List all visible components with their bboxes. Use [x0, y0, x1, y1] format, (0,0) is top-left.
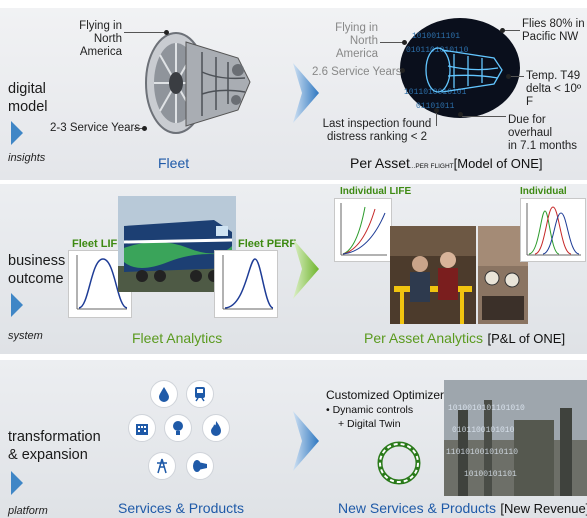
svg-text:10100101101: 10100101101	[464, 470, 517, 479]
power-plant-image: 1010010101101010 0101100101010 11010100101…	[444, 380, 587, 496]
svg-text:1011010010101: 1011010010101	[404, 88, 467, 97]
svg-text:01101011: 01101011	[416, 102, 455, 111]
optimizer-ring-icon	[377, 441, 421, 485]
chevron-icon	[11, 293, 23, 317]
chevron-icon	[11, 471, 23, 495]
optimizer-bullet-1: • Dynamic controls	[326, 404, 414, 416]
flame-icon	[202, 414, 230, 442]
cab-interior-image	[478, 226, 528, 324]
row3-sub-label: platform	[8, 505, 48, 517]
callout-temp: Temp. T49 delta < 10º F	[526, 70, 582, 108]
row3-side-label: transformation & expansion	[8, 429, 101, 463]
water-drop-icon	[150, 380, 178, 408]
train-icon	[186, 380, 214, 408]
engine-icon	[186, 452, 214, 480]
svg-text:1010010101101010: 1010010101101010	[448, 404, 525, 413]
per-asset-analytics-caption: Per Asset Analytics [P&L of ONE]	[364, 330, 566, 346]
callout-flies: Flies 80% in Pacific NW	[522, 18, 585, 43]
individual-perf-chart	[520, 198, 586, 262]
callout-flying-left: Flying in North America	[79, 20, 122, 58]
chevron-icon	[293, 239, 319, 299]
lightbulb-icon	[164, 414, 192, 442]
per-asset-caption: Per Asset...PER FLIGHT[Model of ONE]	[350, 155, 543, 171]
new-services-caption: New Services & Products [New Revenue]	[338, 500, 587, 516]
chevron-icon	[11, 121, 23, 145]
jet-engine-image	[145, 32, 251, 134]
svg-text:0101100101010: 0101100101010	[452, 426, 515, 435]
chevron-icon	[293, 411, 319, 471]
callout-flying-right: Flying in North America	[335, 22, 378, 60]
fleet-perf-chart	[214, 250, 278, 318]
svg-text:0101101010110: 0101101010110	[406, 46, 469, 55]
fleet-caption: Fleet	[158, 155, 190, 171]
individual-life-chart	[334, 198, 392, 262]
callout-inspection: Last inspection found distress ranking <…	[322, 118, 432, 143]
fleet-analytics-caption: Fleet Analytics	[132, 330, 223, 346]
callout-service-left: 2-3 Service Years	[50, 122, 141, 134]
svg-text:110101001010110: 110101001010110	[446, 448, 518, 457]
optimizer-bullet-2: + Digital Twin	[338, 418, 401, 430]
digital-twin-engine-image: 1010011101 0101101010110 1011010010101 011…	[400, 18, 520, 118]
callout-service-right: 2.6 Service Years	[312, 66, 402, 78]
svg-text:1010011101: 1010011101	[412, 32, 460, 41]
power-tower-icon	[148, 452, 176, 480]
workers-image	[390, 226, 476, 324]
fleet-life-label: Fleet LIFE	[72, 238, 125, 250]
row1-side-label: digital model	[8, 81, 48, 115]
fleet-perf-label: Fleet PERF.	[238, 238, 298, 250]
row2-side-label: business outcome	[8, 253, 66, 287]
building-icon	[128, 414, 156, 442]
chevron-icon	[293, 63, 319, 123]
individual-life-label: Individual LIFE	[340, 186, 412, 197]
services-products-caption: Services & Products	[118, 500, 245, 516]
callout-overhaul: Due for overhaul in 7.1 months	[508, 114, 578, 152]
optimizer-title: Customized Optimizers	[326, 388, 451, 402]
row1-sub-label: insights	[8, 152, 46, 164]
row2-sub-label: system	[8, 330, 43, 342]
